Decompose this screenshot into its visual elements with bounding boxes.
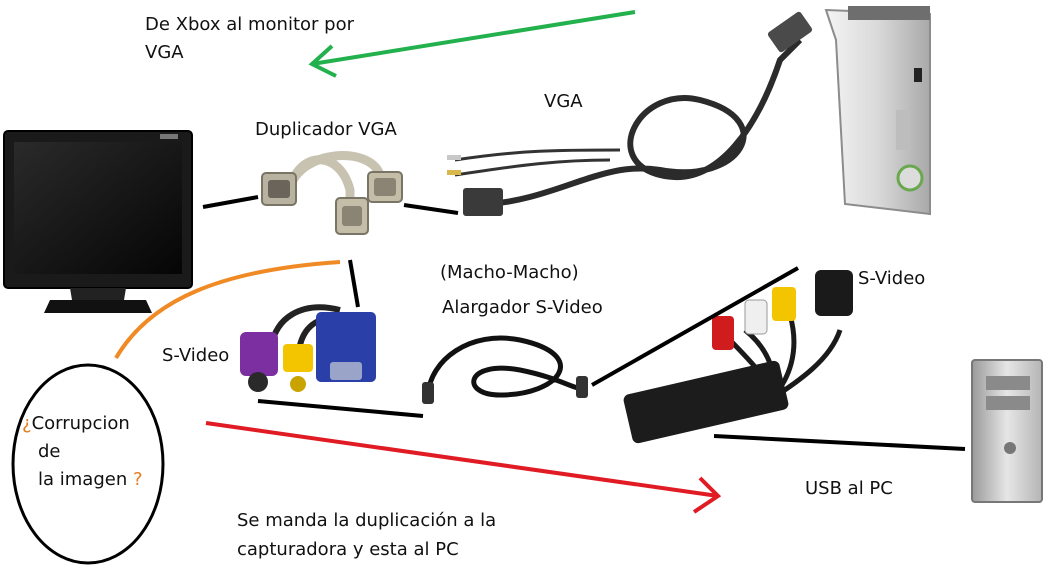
macho-macho-label: (Macho-Macho) bbox=[440, 262, 579, 283]
usb-capture-device-image bbox=[623, 270, 853, 444]
corruption-line1: ¿Corrupcion bbox=[22, 411, 130, 436]
monitor-image bbox=[3, 130, 193, 313]
vga-duplicator-image bbox=[261, 151, 403, 235]
xbox-console-image bbox=[824, 6, 931, 216]
svideo-extender-label: Alargador S-Video bbox=[442, 297, 603, 318]
corruption-image-word: la imagen bbox=[38, 469, 128, 490]
orange-curve bbox=[114, 260, 341, 360]
svideo-extender-cable-image bbox=[422, 335, 588, 404]
vga-duplicator-label: Duplicador VGA bbox=[255, 119, 397, 140]
svideo-left-label: S-Video bbox=[162, 345, 230, 366]
corruption-open-mark: ¿ bbox=[22, 413, 32, 434]
corruption-line3: la imagen ? bbox=[38, 467, 143, 492]
usb-to-pc-label: USB al PC bbox=[805, 478, 893, 499]
connector-lines bbox=[202, 195, 966, 451]
svideo-right-label: S-Video bbox=[858, 268, 926, 289]
green-arrow-xbox-to-monitor bbox=[308, 10, 636, 78]
duplication-note-line2: capturadora y esta al PC bbox=[237, 539, 459, 560]
xbox-to-monitor-label-line2: VGA bbox=[145, 42, 184, 63]
xbox-to-monitor-label-line1: De Xbox al monitor por bbox=[145, 14, 354, 35]
xbox-vga-cable-image bbox=[447, 11, 813, 216]
vga-label: VGA bbox=[544, 91, 583, 112]
corruption-word: Corrupcion bbox=[31, 413, 130, 434]
duplication-note-line1: Se manda la duplicación a la bbox=[237, 510, 497, 531]
corruption-ellipse bbox=[11, 363, 165, 565]
corruption-close-mark: ? bbox=[132, 469, 143, 490]
svideo-vga-adapter-image bbox=[240, 304, 376, 392]
red-arrow-duplication-to-capture bbox=[205, 421, 722, 514]
pc-tower-image bbox=[971, 359, 1043, 503]
corruption-line2: de bbox=[38, 441, 61, 462]
